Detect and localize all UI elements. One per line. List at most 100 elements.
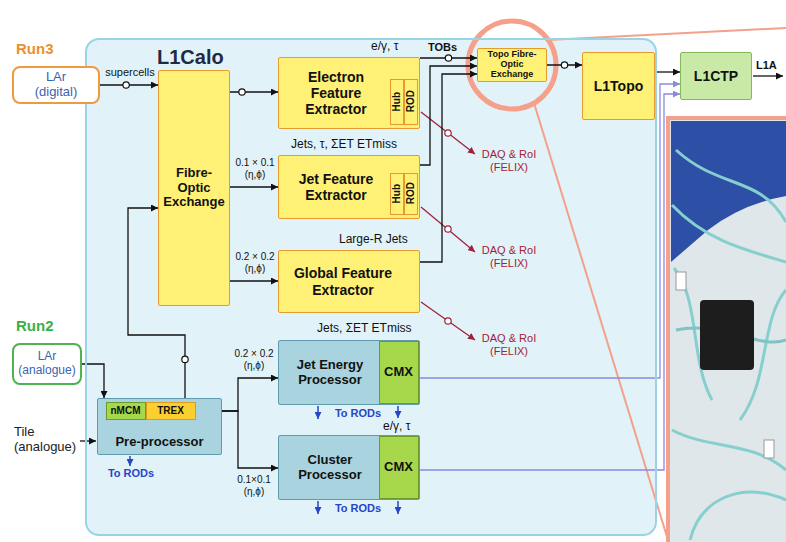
connector-label: 0.2 × 0.2 (η,ϕ) — [231, 348, 277, 372]
rod-label: To RODs — [330, 407, 386, 420]
box-text: CMX — [384, 460, 413, 475]
box-text: Cluster Processor — [285, 453, 375, 483]
rod-label: To RODs — [104, 467, 158, 480]
connector-label: supercells — [102, 66, 158, 79]
box-text: LAr (analogue) — [17, 350, 77, 378]
input-box: Run3LAr (digital) — [12, 66, 100, 104]
box-text: LAr (digital) — [26, 70, 86, 100]
photo-clip — [764, 440, 774, 458]
processor-box: Pre-processor nMCM TREX — [97, 398, 222, 455]
module-box: TREX — [146, 402, 196, 420]
heading-text: Jets, τ, ΣET ETmiss — [291, 138, 397, 152]
exchange-box: Fibre-Optic Exchange — [158, 70, 230, 306]
signal-connector — [420, 66, 477, 165]
box-text: Pre-processor — [115, 435, 203, 450]
box-text: Jet Energy Processor — [285, 358, 375, 388]
box-text: L1CTP — [694, 68, 738, 84]
rod-arrow — [317, 406, 319, 419]
signal-connector — [419, 84, 681, 378]
signal-connector — [230, 280, 278, 281]
connector-label: 0.2 × 0.2 (η,ϕ) — [232, 251, 278, 275]
rod-arrow — [397, 501, 399, 514]
module-box: nMCM — [106, 402, 146, 420]
connector-label: TOBs — [428, 41, 457, 54]
box-text: TREX — [157, 405, 184, 417]
photo-frame — [668, 118, 786, 542]
heading-text: Run2 — [16, 317, 54, 334]
processor-box: Large-R JetsGlobal Feature Extractor — [278, 250, 420, 313]
signal-label: L1A — [756, 59, 777, 72]
rod-arrow — [317, 501, 319, 514]
fibre-mark — [123, 82, 129, 88]
fibre-mark — [445, 226, 451, 232]
heading-text: Large-R Jets — [339, 233, 408, 247]
box-text: L1Topo — [594, 78, 644, 94]
heading-text: Jets, ΣET ETmiss — [317, 322, 412, 336]
photo-case — [671, 121, 786, 262]
fibre-mark — [445, 55, 451, 61]
processor-box: e/γ, τCluster ProcessorCMX — [278, 435, 420, 500]
readout-arrow — [421, 302, 475, 340]
readout-label: DAQ & RoI (FELIX) — [480, 244, 538, 269]
exchange-box: Topo Fibre-Optic Exchange — [477, 48, 547, 82]
input-arrow — [80, 440, 96, 441]
box-text: nMCM — [111, 405, 141, 417]
signal-connector — [419, 94, 681, 470]
hub-module: Hub — [390, 79, 404, 125]
connector-label: 0.1 × 0.1 (η,ϕ) — [232, 157, 278, 181]
rod-arrow — [129, 456, 131, 466]
trigger-box: L1Topo — [582, 52, 655, 120]
rod-module: ROD — [404, 173, 418, 215]
cmx-module: CMX — [379, 341, 419, 404]
box-text: Global Feature Extractor — [291, 265, 395, 297]
signal-connector — [655, 71, 680, 72]
signal-connector — [230, 186, 278, 187]
box-text: Electron Feature Extractor — [285, 69, 387, 117]
box-text: Topo Fibre-Optic Exchange — [484, 50, 540, 80]
box-text: Hub — [392, 184, 402, 203]
photo-connector — [700, 300, 754, 370]
heading-text: e/γ, τ — [383, 420, 410, 434]
photo-clip — [676, 272, 686, 290]
heading-text: e/γ, τ — [371, 40, 398, 54]
system-panel: L1CaloFibre-Optic Exchange e/γ, τ Electron… — [85, 38, 657, 536]
photo-cable — [676, 150, 786, 222]
box-text: ROD — [406, 90, 416, 112]
panel-fill — [86, 39, 656, 535]
box-text: CMX — [384, 365, 413, 380]
box-text: ROD — [406, 182, 416, 204]
readout-arrow — [421, 207, 475, 252]
heading-text: Run3 — [16, 40, 54, 57]
connector-label: 0.1×0.1 (η,ϕ) — [231, 474, 277, 498]
fibre-mark — [182, 356, 188, 362]
fibre-mark — [445, 130, 451, 136]
fibre-mark — [445, 318, 451, 324]
box-text: Hub — [392, 92, 402, 111]
signal-connector — [230, 91, 278, 92]
processor-box: Jets, τ, ΣET ETmissJet Feature Extractor… — [278, 155, 420, 219]
hub-module: Hub — [390, 173, 404, 215]
fibre-mark — [561, 62, 567, 68]
cmx-module: CMX — [379, 436, 419, 499]
photo-cable — [672, 430, 786, 470]
zoom-leader — [534, 103, 668, 540]
readout-label: DAQ & RoI (FELIX) — [480, 332, 538, 357]
readout-arrow — [421, 112, 475, 154]
rod-arrow — [397, 406, 399, 418]
photo-cable — [672, 205, 786, 262]
fibre-mark — [239, 89, 245, 95]
processor-box: e/γ, τElectron Feature ExtractorHubROD — [278, 57, 420, 129]
heading-text: L1Calo — [157, 46, 224, 69]
readout-label: DAQ & RoI (FELIX) — [480, 148, 538, 173]
box-text: Fibre-Optic Exchange — [162, 166, 226, 211]
box-text: Jet Feature Extractor — [285, 171, 387, 203]
output-arrow — [753, 75, 783, 76]
photo-cable — [690, 492, 786, 540]
input-label: Tile (analogue) — [14, 425, 80, 455]
signal-connector — [420, 74, 477, 262]
rod-label: To RODs — [330, 502, 386, 515]
input-box: Run2LAr (analogue) — [12, 343, 82, 385]
rod-module: ROD — [404, 79, 418, 125]
processor-box: Jets, ΣET ETmissJet Energy ProcessorCMX — [278, 340, 420, 405]
trigger-box: L1CTP — [680, 52, 752, 100]
